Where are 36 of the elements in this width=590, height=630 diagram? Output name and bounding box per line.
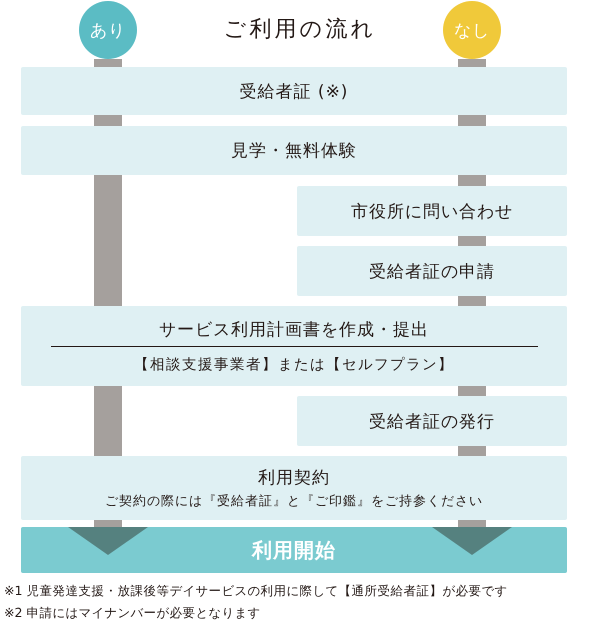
- step-box: [297, 186, 567, 236]
- connector-bar: [458, 296, 486, 306]
- step-note: ご契約の際には『受給者証』と『ご印鑑』をご持参ください: [105, 493, 483, 510]
- start-box: [21, 527, 567, 573]
- step-note: 【相談支援事業者】または【セルフプラン】: [134, 356, 454, 374]
- title: ご利用の流れ: [222, 16, 378, 44]
- connector-bar: [94, 115, 122, 126]
- step-box: [21, 126, 567, 175]
- step-text: 受給者証 (※): [240, 80, 348, 102]
- lane-label: あり: [90, 20, 126, 42]
- step-box: [21, 67, 567, 115]
- step-box: [297, 396, 567, 446]
- connector-bar: [94, 386, 122, 456]
- step-text: 市役所に問い合わせ: [351, 200, 513, 222]
- step-text: 利用開始: [252, 536, 336, 564]
- step-text: 受給者証の申請: [369, 260, 495, 282]
- connector-bar: [458, 115, 486, 126]
- connector-bar: [458, 59, 486, 67]
- step-box: [297, 246, 567, 296]
- step-text: 見学・無料体験: [231, 140, 357, 162]
- arrow: [68, 520, 148, 555]
- step-text: 利用契約: [258, 467, 330, 489]
- step-text: 受給者証の発行: [369, 410, 495, 432]
- connector-bar: [458, 175, 486, 186]
- connector-bar: [458, 386, 486, 396]
- footnote: ※2 申請にはマイナンバーが必要となります: [4, 605, 261, 622]
- step-box: [21, 306, 567, 386]
- arrow: [432, 520, 512, 555]
- step-box: [21, 456, 567, 520]
- connector-bar: [94, 175, 122, 306]
- connector-bar: [94, 59, 122, 67]
- footnote: ※1 児童発達支援・放課後等デイサービスの利用に際して【通所受給者証】が必要です: [4, 583, 508, 600]
- connector-bar: [458, 236, 486, 246]
- lane-label: なし: [454, 20, 490, 42]
- step-text: サービス利用計画書を作成・提出: [159, 319, 429, 341]
- connector-bar: [458, 446, 486, 456]
